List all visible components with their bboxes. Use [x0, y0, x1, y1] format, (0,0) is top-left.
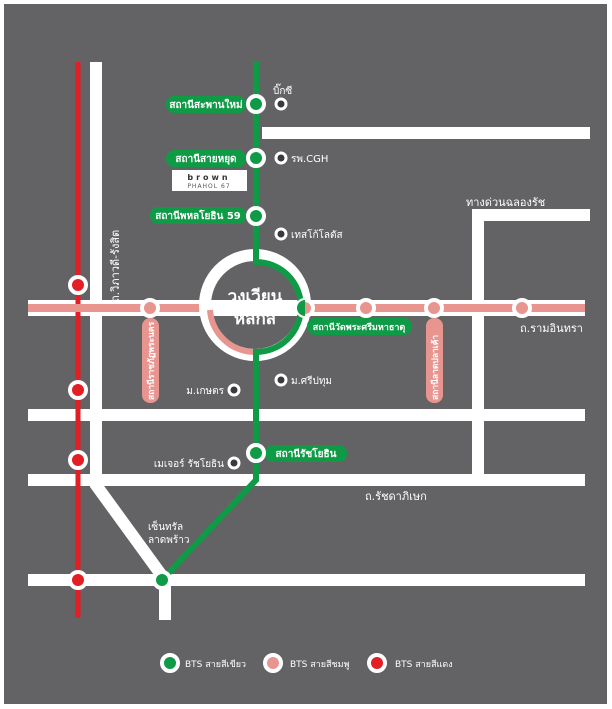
station-ratchayothin[interactable]: สถานีรัชโยธิน	[276, 447, 337, 460]
station-label-bg	[166, 96, 246, 113]
station-label-bg	[150, 207, 246, 224]
legend-green-icon	[160, 653, 180, 673]
green-station-dot[interactable]	[246, 94, 266, 114]
station-label-bg	[426, 318, 443, 403]
road-label-expressway: ทางด่วนฉลองรัช	[466, 196, 545, 209]
legend-red: BTS สายสีแดง	[395, 659, 453, 670]
station-label-bg	[265, 445, 347, 462]
station-label-bg	[307, 318, 412, 335]
landmark-cgh: รพ.CGH	[291, 154, 328, 165]
legend-red-icon	[367, 653, 387, 673]
logo-brand: brown	[187, 173, 230, 182]
legend-pink: BTS สายสีชมพู	[290, 659, 350, 670]
road-label-ratchada: ถ.รัชดาภิเษก	[365, 490, 427, 503]
station-sai-yud[interactable]: สถานีสายหยุด	[175, 153, 236, 165]
station-rajabhat[interactable]: สถานีราชภัฏพระนคร	[146, 321, 157, 400]
interchange-green-half	[297, 300, 305, 316]
station-saphan-mai[interactable]: สถานีสะพานใหม่	[169, 98, 242, 111]
road-label-ramintra: ถ.รามอินทรา	[520, 322, 583, 335]
landmark-ku: ม.เกษตร	[186, 386, 224, 397]
green-station-dot[interactable]	[246, 148, 266, 168]
pink-station-dot[interactable]	[356, 298, 376, 318]
landmark-big-c: บิ๊กซี	[273, 83, 292, 97]
landmark-ladprao: ลาดพร้าว	[148, 534, 189, 546]
landmarks	[227, 97, 288, 470]
green-station-dot[interactable]	[152, 570, 172, 590]
project-logo	[172, 170, 247, 191]
landmark-spu: ม.ศรีปทุม	[291, 375, 332, 387]
map-background	[4, 4, 607, 704]
station-lat-pla-khao[interactable]: สถานีลาดปลาเค้า	[430, 335, 441, 400]
legend: BTS สายสีเขียว BTS สายสีชมพู BTS สายสีแด…	[160, 653, 453, 673]
red-station-dot[interactable]	[68, 450, 88, 470]
road-vibhavadi	[90, 62, 171, 620]
legend-green: BTS สายสีเขียว	[185, 659, 246, 670]
roundabout-label-2: หลักสี่	[234, 306, 277, 329]
green-station-dot[interactable]	[246, 443, 266, 463]
station-label-bg	[142, 318, 159, 403]
landmark-central: เซ็นทรัล	[148, 519, 183, 533]
pink-station-dot[interactable]	[512, 298, 532, 318]
logo-sub: PHAHOL 67	[187, 183, 230, 190]
poi-icon	[227, 456, 241, 470]
pink-line-curve	[207, 309, 256, 356]
pink-station-dot[interactable]	[140, 298, 160, 318]
green-station-dot[interactable]	[246, 206, 266, 226]
road-label-vibhavadi: ถ.วิภาวดี-รังสิต	[109, 230, 122, 302]
poi-icon	[227, 383, 241, 397]
roundabout-label-1: วงเวียน	[228, 286, 283, 307]
landmark-major: เมเจอร์ รัชโยธิน	[154, 457, 224, 470]
pink-station-dot[interactable]	[424, 298, 444, 318]
station-label-bg	[166, 150, 246, 167]
poi-icon	[274, 97, 288, 111]
poi-icon	[274, 151, 288, 165]
station-phahon-59[interactable]: สถานีพหลโยธิน 59	[155, 209, 241, 222]
landmark-tesco: เทสโก้โลตัส	[291, 228, 343, 241]
red-station-dot[interactable]	[68, 380, 88, 400]
road-expressway	[472, 209, 590, 480]
poi-icon	[274, 227, 288, 241]
legend-pink-icon	[263, 653, 283, 673]
red-station-dot[interactable]	[68, 275, 88, 295]
poi-icon	[274, 373, 288, 387]
station-wat-phra-si[interactable]: สถานีวัดพระศรีมหาธาตุ	[313, 322, 406, 333]
red-station-dot[interactable]	[68, 570, 88, 590]
